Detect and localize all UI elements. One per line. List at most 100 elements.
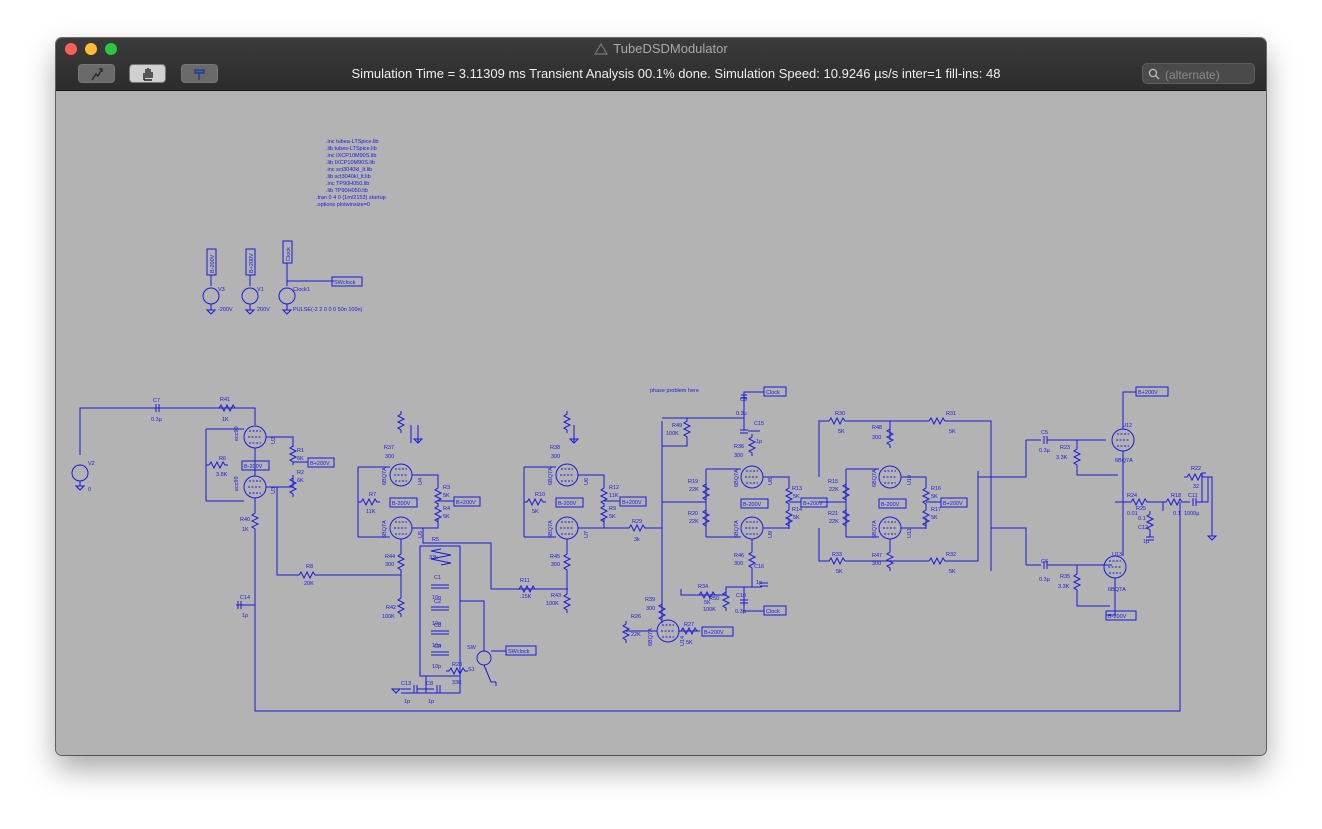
tools-button[interactable]: [181, 64, 218, 83]
svg-text:3.3K: 3.3K: [1056, 455, 1068, 461]
svg-text:1p: 1p: [404, 699, 410, 705]
svg-text:R5: R5: [432, 537, 439, 543]
svg-text:U5: U5: [418, 531, 424, 538]
svg-text:22K: 22K: [631, 632, 641, 638]
directive-block: .inc tubea-LTSpice.lib .lib tubes-LTSpic…: [316, 139, 386, 208]
phase-inverter-stage[interactable]: Clock C9 0.3µ R49 100K C15 1p 6BQ7A 6BQ7…: [622, 386, 828, 646]
svg-text:R29: R29: [632, 519, 642, 525]
svg-text:10p: 10p: [432, 621, 441, 627]
run-button[interactable]: [78, 64, 115, 83]
svg-text:U12: U12: [1122, 423, 1132, 429]
svg-text:B+200V: B+200V: [622, 500, 642, 506]
svg-text:C3: C3: [434, 623, 441, 629]
svg-text:.inc TP90H050.lib: .inc TP90H050.lib: [326, 181, 369, 187]
svg-text:R17: R17: [931, 507, 941, 513]
source-v1[interactable]: B+200V V1 200V: [241, 248, 270, 315]
svg-text:0.3µ: 0.3µ: [1039, 448, 1051, 454]
svg-text:R25: R25: [1136, 506, 1146, 512]
source-clock1[interactable]: Clock SWclock Clock1 PULSE(-2 2 0 0 0 50…: [278, 240, 363, 315]
svg-text:3.3K: 3.3K: [1058, 584, 1070, 590]
svg-text:5K: 5K: [836, 569, 843, 575]
svg-text:5K: 5K: [443, 514, 450, 520]
svg-text:C11: C11: [1188, 493, 1198, 499]
svg-text:22K: 22K: [829, 487, 839, 493]
svg-text:1p: 1p: [756, 439, 762, 445]
window-title: TubeDSDModulator: [613, 41, 728, 56]
driver-stage[interactable]: R38 300 6BQ7A 6BQ7A U6 U7 R12 11K R9 5K …: [523, 410, 662, 614]
svg-text:C15: C15: [754, 421, 764, 427]
svg-text:R13: R13: [792, 486, 802, 492]
svg-text:B+200V: B+200V: [456, 500, 476, 506]
zoom-button[interactable]: [105, 43, 117, 55]
svg-text:B+200V: B+200V: [1138, 390, 1158, 396]
svg-text:C2: C2: [434, 599, 441, 605]
schematic-canvas[interactable]: .inc tubea-LTSpice.lib .lib tubes-LTSpic…: [56, 91, 1266, 755]
svg-text:100K: 100K: [666, 431, 679, 437]
run-icon: [91, 68, 103, 81]
svg-text:R1: R1: [297, 448, 304, 454]
svg-text:6BQ7A: 6BQ7A: [548, 467, 554, 485]
svg-text:R48: R48: [872, 425, 882, 431]
svg-text:V3: V3: [218, 287, 225, 293]
svg-text:R45: R45: [550, 554, 560, 560]
source-v3[interactable]: B-200V V3 -200V: [202, 248, 233, 315]
svg-text:R4: R4: [443, 506, 450, 512]
minimize-button[interactable]: [85, 43, 97, 55]
svg-text:U3: U3: [271, 487, 277, 494]
svg-text:3.8K: 3.8K: [216, 472, 228, 478]
svg-text:R27: R27: [684, 622, 694, 628]
svg-text:R42: R42: [386, 605, 396, 611]
svg-text:R31: R31: [946, 411, 956, 417]
svg-text:6BQ7A: 6BQ7A: [648, 628, 654, 646]
svg-text:R6: R6: [219, 456, 226, 462]
svg-text:1p: 1p: [242, 613, 248, 619]
hand-icon: [143, 68, 153, 81]
svg-text:R30: R30: [835, 411, 845, 417]
svg-text:SWclock: SWclock: [334, 280, 356, 286]
svg-text:R21: R21: [828, 511, 838, 517]
close-button[interactable]: [65, 43, 77, 55]
input-stage[interactable]: V2 0 C7 0.3µ R41 1K ecc99 ecc99 U2 U3 R1…: [71, 397, 1181, 712]
search-field[interactable]: [1142, 63, 1255, 84]
svg-text:6K: 6K: [297, 456, 304, 462]
svg-text:10p: 10p: [432, 595, 441, 601]
svg-text:10p: 10p: [432, 643, 441, 649]
svg-text:.options plotwinsize=0: .options plotwinsize=0: [316, 202, 370, 208]
svg-text:B+200V: B+200V: [704, 630, 724, 636]
svg-text:5K: 5K: [931, 494, 938, 500]
svg-text:R18: R18: [1171, 493, 1181, 499]
svg-text:.15K: .15K: [520, 594, 532, 600]
pan-button[interactable]: [129, 64, 166, 83]
svg-text:U11: U11: [907, 528, 913, 538]
svg-text:0.3µ: 0.3µ: [151, 417, 163, 423]
phase-note: phase problem here: [650, 388, 699, 394]
output-stage[interactable]: C5 0.3µ R23 3.3K U12 6BQ7A B+200V C6 0.3…: [1026, 386, 1217, 621]
svg-text:R15: R15: [828, 479, 838, 485]
svg-text:R35: R35: [1060, 574, 1070, 580]
phase-splitter-stage[interactable]: R37 300 6BQ7A 6BQ7A U4 U5 R3 5K R4 5K B+…: [357, 410, 526, 620]
svg-text:200V: 200V: [257, 307, 270, 313]
svg-text:.inc IXCP10M90S.lib: .inc IXCP10M90S.lib: [326, 153, 376, 159]
svg-text:C7: C7: [153, 398, 160, 404]
svg-text:.lib tubes-LTSpice.lib: .lib tubes-LTSpice.lib: [326, 146, 377, 152]
svg-text:SW: SW: [467, 645, 477, 651]
svg-text:R8: R8: [306, 564, 313, 570]
svg-text:R41: R41: [220, 397, 230, 403]
output-driver-stage[interactable]: R30 5K R31 5K R33 5K R32 5K R48 300 6BQ7…: [818, 411, 1027, 575]
svg-text:U8: U8: [768, 478, 774, 485]
svg-text:C12: C12: [1138, 525, 1148, 531]
svg-text:300: 300: [646, 606, 655, 612]
svg-text:C10: C10: [736, 593, 746, 599]
ltspice-window: TubeDSDModulator Simulation Time = 3.113…: [56, 38, 1266, 755]
search-input[interactable]: [1163, 65, 1255, 84]
svg-text:5K: 5K: [443, 493, 450, 499]
svg-text:300: 300: [872, 435, 881, 441]
svg-text:5K: 5K: [931, 515, 938, 521]
svg-text:S1: S1: [468, 667, 475, 673]
svg-text:3k: 3k: [634, 537, 640, 543]
svg-text:1p: 1p: [756, 580, 762, 586]
svg-text:5K: 5K: [686, 640, 693, 646]
svg-text:6BQ7A: 6BQ7A: [382, 520, 388, 538]
svg-text:U4: U4: [418, 478, 424, 485]
